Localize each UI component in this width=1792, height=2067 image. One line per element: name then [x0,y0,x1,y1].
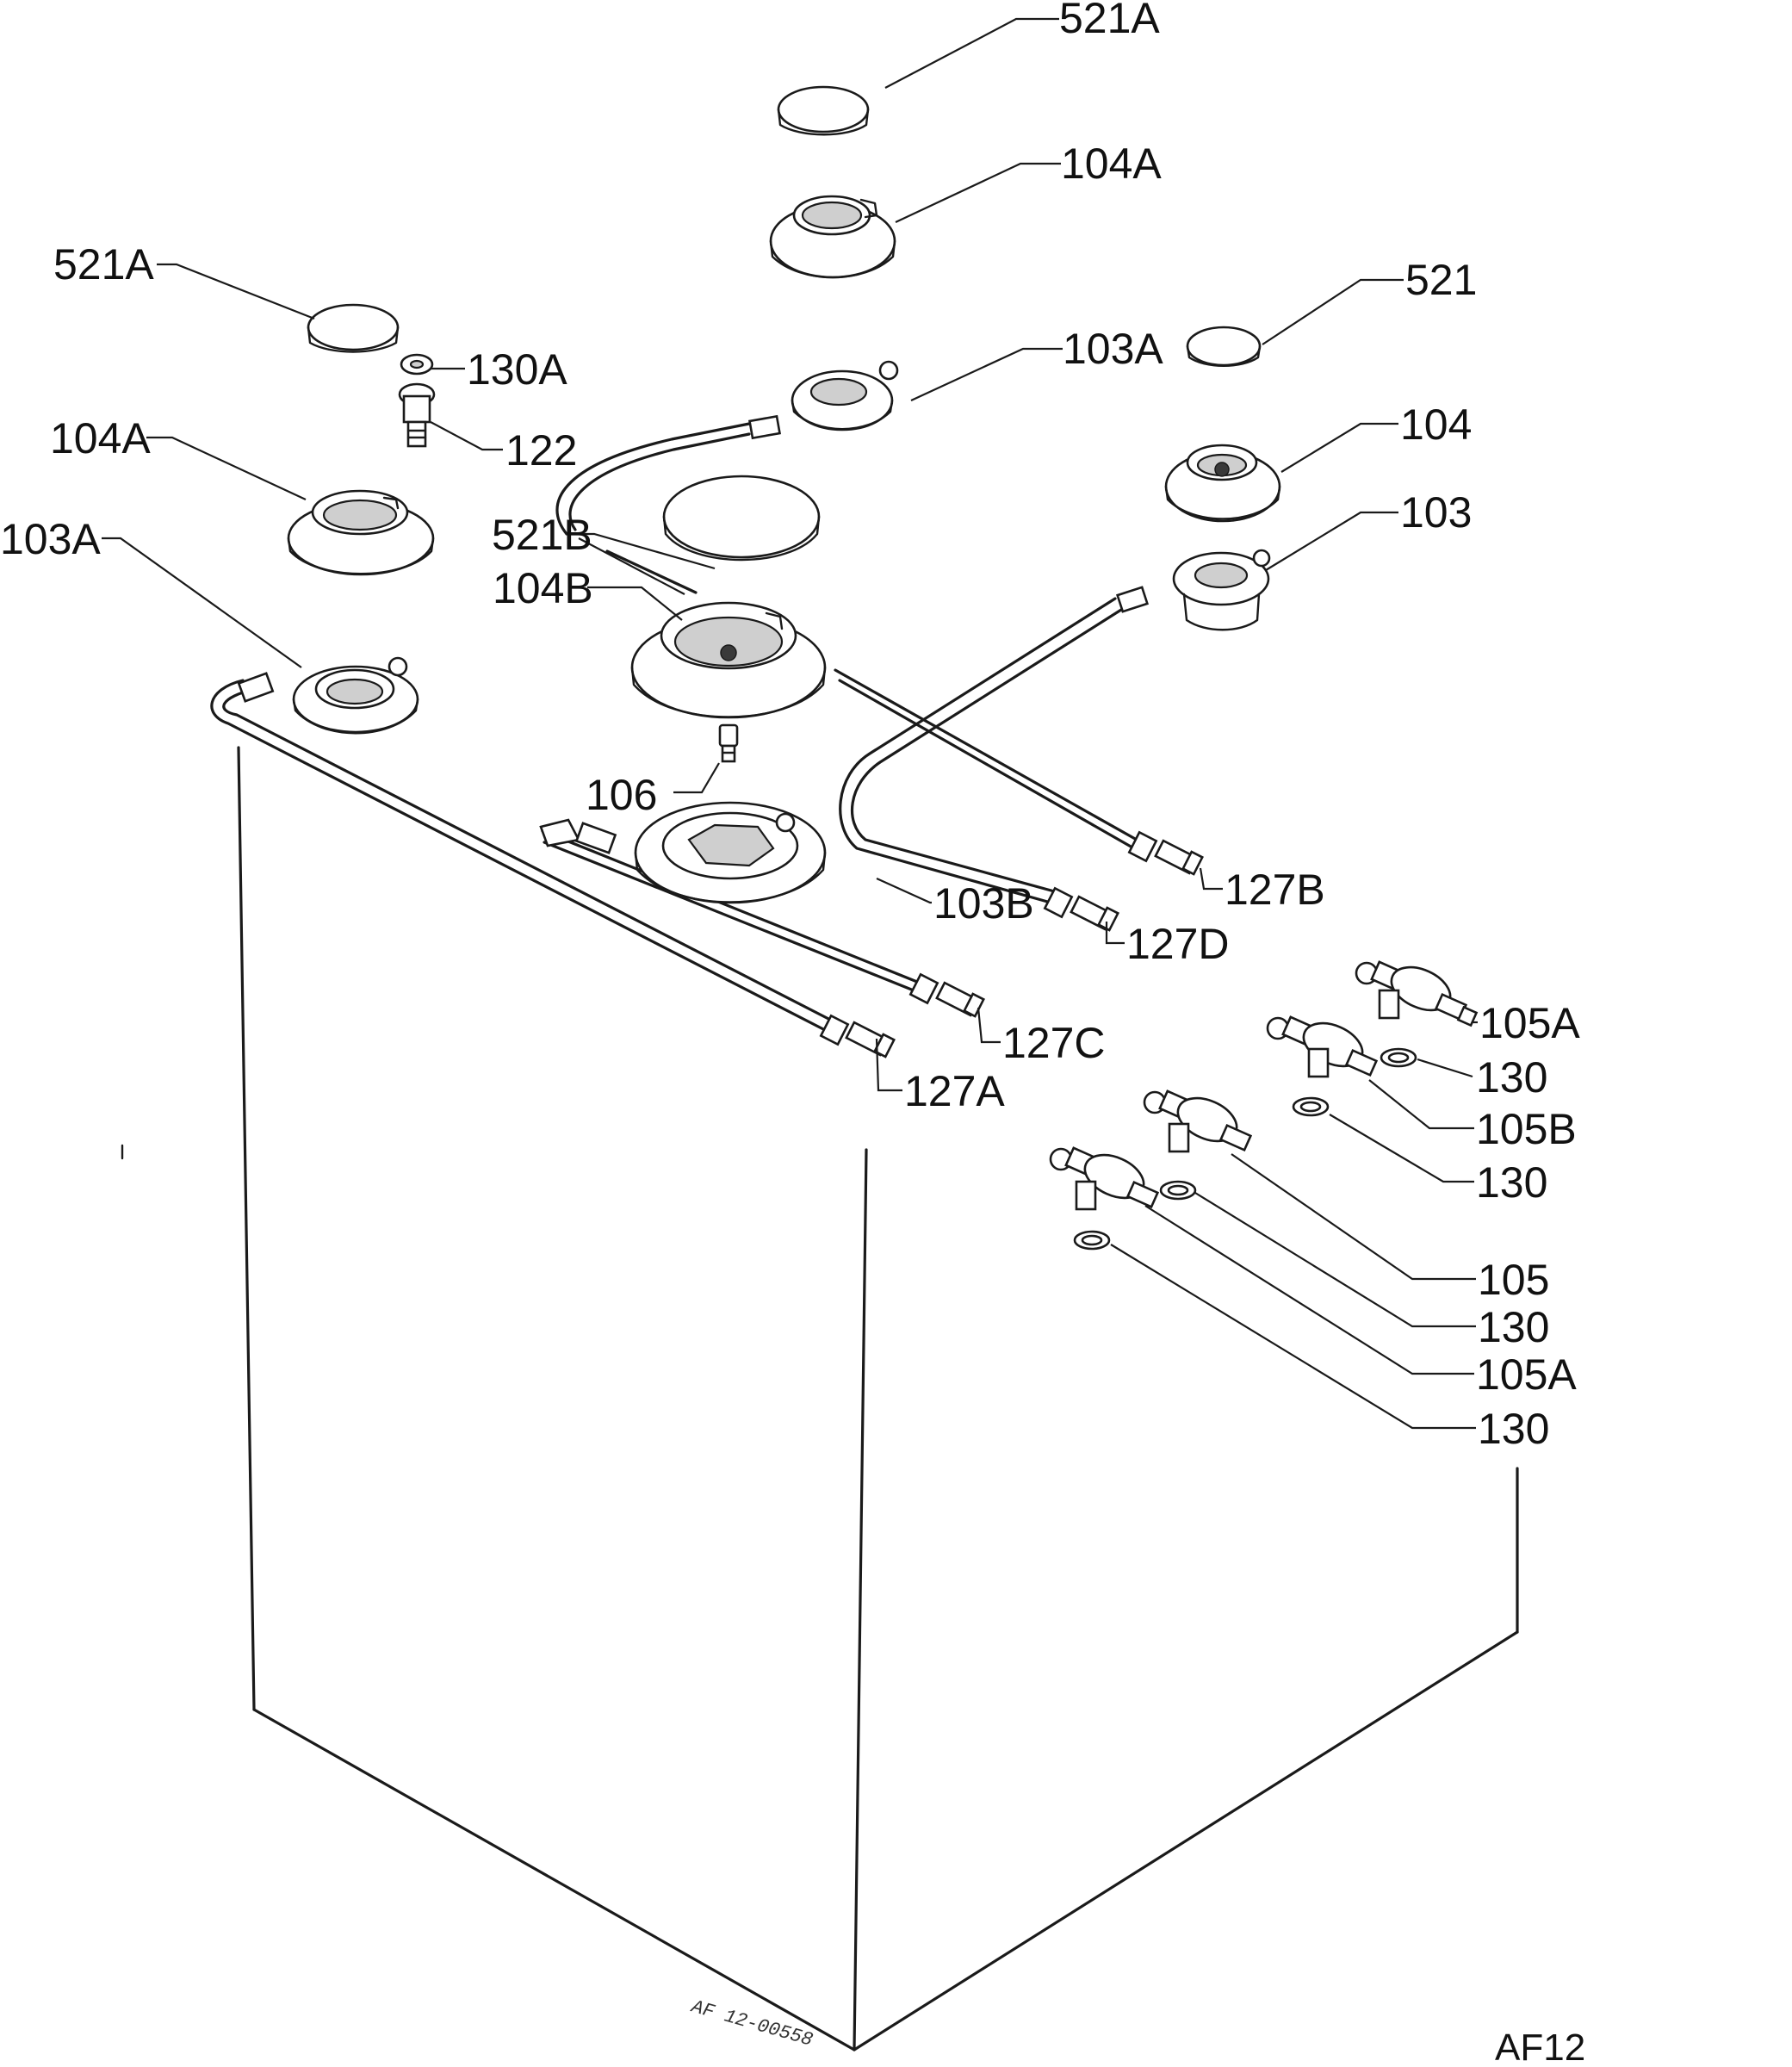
gas-tap-105A-top [1355,960,1479,1027]
label-127D: 127D [1126,920,1230,968]
gas-tap-105B [1266,1015,1379,1078]
label-104A-left: 104A [50,414,151,462]
label-103A-left: 103A [0,515,101,563]
label-127B: 127B [1225,866,1325,914]
label-521-right: 521 [1405,256,1477,304]
label-103A-top: 103A [1063,325,1163,373]
label-104-right: 104 [1400,400,1472,449]
gas-pipe-127D [839,597,1123,932]
burner-cap-521A-left [307,303,400,353]
label-521B: 521B [492,511,592,559]
label-127C: 127C [1002,1019,1106,1067]
seal-130-3 [1159,1180,1197,1201]
gas-pipe-127A [210,679,896,1058]
label-103B: 103B [933,879,1034,928]
burner-base-103A-top [748,360,899,440]
drawing-reference-stamp: AF 12-00558 [687,1996,815,2051]
label-106: 106 [586,771,657,819]
gas-pipe-127C [541,829,985,1018]
label-130-4: 130 [1478,1405,1549,1453]
gas-pipe-127B [555,422,1204,876]
burner-cap-521-right [1186,326,1262,367]
burner-crown-104-right [1164,444,1281,523]
burner-crown-104A-left [287,489,435,576]
label-104A-top: 104A [1061,140,1162,188]
burner-cap-521B [662,475,821,562]
label-105A-2: 105A [1476,1350,1577,1399]
figure-code: AF12 [1495,2027,1585,2067]
injector-seal-130A [400,353,434,376]
label-130-2: 130 [1476,1158,1547,1207]
label-130A: 130A [467,345,567,394]
seal-130-4 [1073,1230,1111,1251]
burner-crown-104B [630,601,827,719]
cooker-cabinet-outline [121,746,1519,2051]
label-103-right: 103 [1400,488,1472,537]
label-130-1: 130 [1476,1053,1547,1102]
label-127A: 127A [904,1067,1005,1115]
gas-tap-105A-bottom [1049,1146,1160,1211]
seal-130-2 [1292,1096,1330,1117]
leader-lines [102,17,1478,1430]
part-labels: 521A 104A 521 103A 104 103 521A 130A 122… [0,0,1580,1453]
label-122: 122 [505,426,577,475]
label-105: 105 [1478,1256,1549,1304]
burner-cap-521A-top [777,85,870,136]
burner-crown-104A-top [769,195,896,279]
label-130-3: 130 [1478,1303,1549,1351]
gas-tap-105 [1143,1089,1253,1153]
label-105A-1: 105A [1479,999,1580,1047]
seal-130-1 [1380,1047,1417,1068]
label-104B: 104B [493,564,593,612]
burner-base-103A-left [237,656,419,735]
label-105B: 105B [1476,1105,1577,1153]
burner-base-103-right [1116,549,1271,631]
burner-base-103B [539,801,827,904]
label-521A-left: 521A [53,240,154,289]
label-521A-top: 521A [1059,0,1160,42]
injector-122 [398,382,436,448]
injector-106 [718,723,739,763]
